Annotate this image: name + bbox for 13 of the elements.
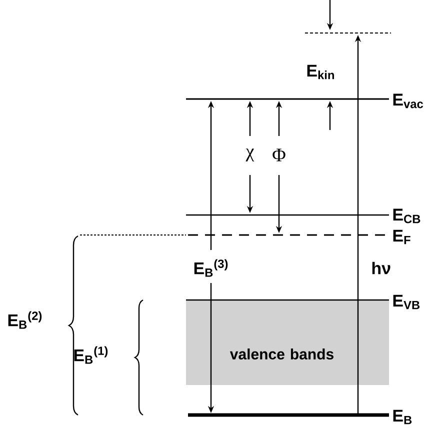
energy-label: E$_{B}$(2) [8, 311, 42, 329]
energy-label: E$_{F}$ [393, 230, 410, 244]
energy-label: hν [372, 262, 390, 274]
energy-label: E$_{VB}$ [393, 294, 420, 310]
energy-label: E$_{B}$(1) [74, 346, 108, 364]
energy-label: E$_{B}$(3) [194, 259, 228, 277]
energy-label: E$_{CB}$ [393, 208, 420, 224]
energy-label: E$_{kin}$ [307, 64, 334, 80]
energy-label: Φ [272, 148, 286, 162]
band-box: valence bands [186, 300, 389, 385]
energy-label: E$_{vac}$ [393, 94, 424, 108]
energy-label: χ [246, 148, 254, 162]
energy-label: E$_{B}$ [393, 410, 412, 424]
